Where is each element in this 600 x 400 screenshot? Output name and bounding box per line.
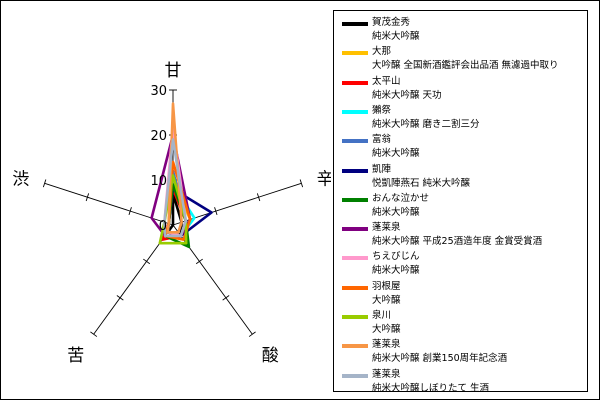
tick-label: 20	[150, 129, 167, 144]
legend-name: 富翁	[372, 134, 392, 146]
legend-desc: 純米大吟醸	[372, 31, 420, 42]
legend-desc: 純米大吟醸	[372, 206, 420, 218]
legend-desc: 純米大吟醸 創業150周年記念酒	[372, 353, 508, 365]
legend-swatch	[342, 139, 368, 144]
legend-item: 獺祭純米大吟醸 磨き二割三分	[340, 105, 586, 134]
axis-tick	[85, 193, 90, 202]
radar-axes	[42, 89, 304, 337]
axis-label: 甘	[165, 61, 182, 81]
legend-name: 羽根屋	[372, 280, 401, 292]
tick-label: 10	[150, 174, 167, 189]
series-polygon	[163, 138, 188, 238]
legend-name: 蓬莱泉	[372, 339, 401, 351]
legend-desc: 悦凱陣燕石 純米大吟醸	[372, 177, 471, 189]
axis-tick	[90, 331, 98, 337]
axis-label: 渋	[12, 169, 29, 189]
legend-name: 蓬莱泉	[372, 368, 401, 380]
legend-item: 太平山純米大吟醸 天功	[340, 76, 586, 105]
tick-label: 30	[150, 84, 167, 99]
legend-item: 羽根屋大吟醸	[340, 281, 586, 310]
axis-tick	[42, 179, 47, 188]
series-polygon	[166, 102, 183, 234]
radar-series	[150, 102, 213, 249]
legend-item: 蓬莱泉純米大吟醸 平成25酒造年度 金賞受賞酒	[340, 222, 586, 251]
legend-name: 泉川	[372, 310, 392, 321]
legend-desc: 純米大吟醸 天功	[372, 89, 442, 101]
legend-item: 蓬莱泉純米大吟醸しぼりたて 生酒	[340, 368, 586, 392]
legend-swatch	[342, 22, 368, 26]
legend-desc: 大吟醸 全国新酒鑑評会出品酒 無濾過中取り	[372, 60, 559, 72]
legend-name: ちえびじん	[372, 251, 420, 263]
legend-swatch	[342, 344, 368, 349]
legend-desc: 大吟醸	[372, 294, 401, 306]
axis-tick	[195, 258, 203, 265]
legend-swatch	[342, 315, 368, 319]
legend-desc: 純米大吟醸	[372, 148, 420, 160]
legend-item: 大那大吟醸 全国新酒鑑評会出品酒 無濾過中取り	[340, 46, 586, 75]
radar-chart: 0 10 20 30 甘辛酸 苦 渋	[12, 61, 331, 366]
legend-item: ちえびじん純米大吟醸	[340, 251, 586, 280]
axis-tick	[248, 331, 256, 337]
axis-label: 酸	[262, 346, 279, 366]
legend: 賀茂金秀純米大吟醸大那大吟醸 全国新酒鑑評会出品酒 無濾過中取り太平山純米大吟醸…	[333, 10, 588, 392]
axis-tick	[128, 207, 132, 216]
legend-desc: 大吟醸	[372, 324, 401, 335]
legend-name: おんな泣かせ	[372, 192, 430, 204]
legend-name: 蓬莱泉	[372, 222, 401, 234]
legend-desc: 純米大吟醸	[372, 265, 420, 277]
legend-swatch	[342, 256, 368, 261]
legend-swatch	[342, 51, 368, 56]
axis-tick	[222, 295, 230, 301]
axis-tick	[143, 258, 151, 265]
legend-item: 凱陣悦凱陣燕石 純米大吟醸	[340, 164, 586, 193]
legend-name: 太平山	[372, 75, 401, 87]
tick-label: 0	[159, 219, 167, 234]
legend-desc: 純米大吟醸しぼりたて 生酒	[372, 382, 490, 392]
legend-item: 富翁純米大吟醸	[340, 134, 586, 163]
legend-item: おんな泣かせ純米大吟醸	[340, 193, 586, 222]
legend-swatch	[342, 373, 368, 378]
legend-name: 賀茂金秀	[372, 17, 411, 28]
axis-tick	[256, 193, 261, 202]
legend-swatch	[342, 80, 368, 85]
legend-item: 蓬莱泉純米大吟醸 創業150周年記念酒	[340, 339, 586, 368]
axis-label: 苦	[67, 346, 84, 366]
legend-swatch	[342, 168, 368, 173]
legend-swatch	[342, 285, 368, 290]
axis-tick	[299, 179, 304, 188]
radar-labels: 0 10 20 30 甘辛酸 苦 渋	[12, 61, 331, 366]
legend-name: 凱陣	[372, 163, 392, 175]
legend-swatch	[342, 197, 368, 202]
axis-tick	[214, 207, 218, 216]
axis-label: 辛	[317, 169, 331, 189]
legend-swatch	[342, 109, 368, 114]
legend-item: 泉川大吟醸	[340, 310, 586, 339]
legend-desc: 純米大吟醸 磨き二割三分	[372, 118, 480, 130]
legend-desc: 純米大吟醸 平成25酒造年度 金賞受賞酒	[372, 236, 543, 248]
legend-item: 賀茂金秀純米大吟醸	[340, 17, 586, 46]
legend-name: 大那	[372, 46, 392, 58]
legend-swatch	[342, 227, 368, 232]
axis-tick	[116, 295, 124, 301]
legend-name: 獺祭	[372, 104, 392, 116]
